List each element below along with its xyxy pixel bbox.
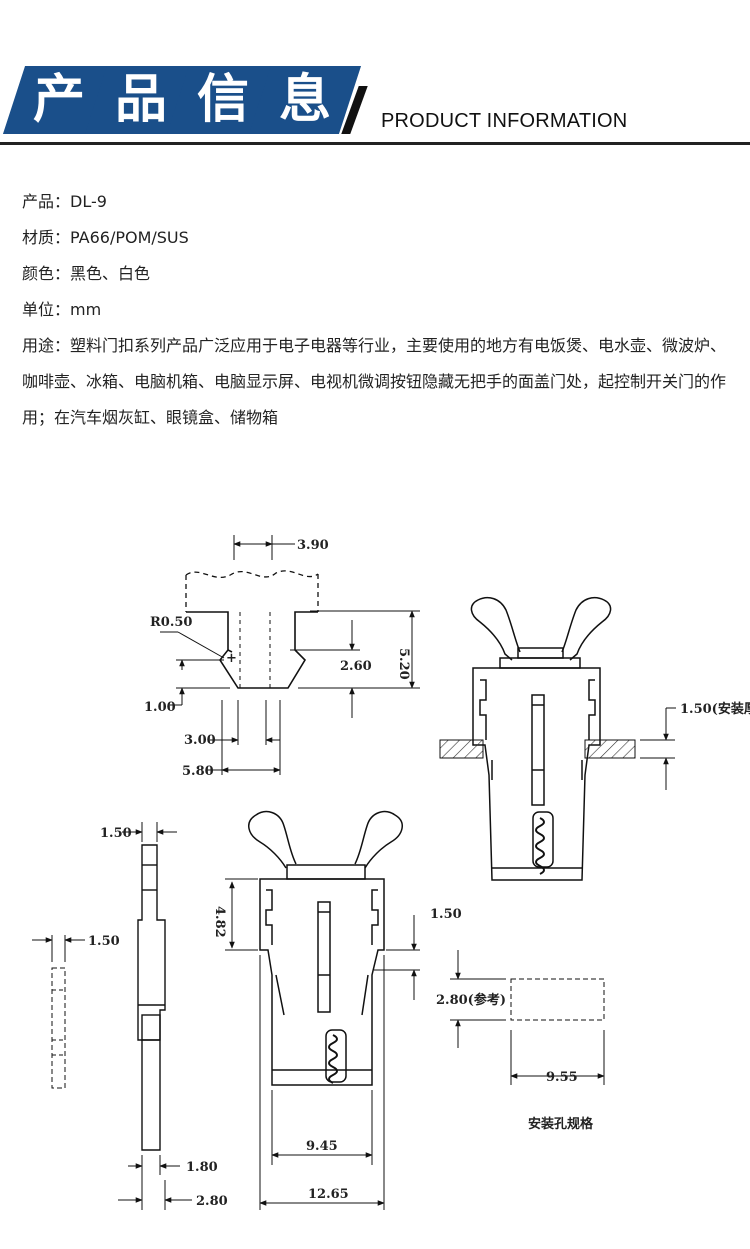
info-unit: 单位：mm	[22, 300, 102, 319]
dim-1265: 12.65	[308, 1187, 349, 1202]
side-view-profile	[137, 844, 166, 1151]
mounting-hole-view	[450, 950, 605, 1085]
dim-180: 1.80	[186, 1160, 218, 1175]
product-info: 产品：DL-9 材质：PA66/POM/SUS 颜色：黑色、白色 单位：mm 用…	[22, 184, 742, 436]
header-rule	[0, 142, 750, 145]
pin-profile-view	[185, 570, 319, 689]
front-view	[248, 810, 403, 1086]
section-header: 产 品 信 息 PRODUCT INFORMATION	[0, 0, 750, 150]
dim-482: 4.82	[212, 906, 227, 938]
info-material: 材质：PA66/POM/SUS	[22, 228, 189, 247]
hole-caption: 安装孔规格	[528, 1116, 594, 1132]
pin-profile-dimensions	[160, 535, 420, 775]
dim-280: 2.80	[196, 1194, 228, 1209]
dim-280-ref: 2.80(参考)	[436, 992, 506, 1008]
installed-assembly-view	[470, 597, 612, 881]
dim-150-side: 1.50	[430, 907, 462, 922]
header-subtitle: PRODUCT INFORMATION	[381, 110, 628, 132]
dim-r050: R0.50	[150, 615, 192, 630]
dim-150-thickness: 1.50(安装厚度)	[680, 701, 750, 717]
dim-580: 5.80	[182, 764, 214, 779]
dim-520: 5.20	[396, 648, 411, 680]
dim-955: 9.55	[546, 1070, 578, 1085]
side-view-narrow	[32, 935, 85, 1089]
dim-260: 2.60	[340, 659, 372, 674]
info-product: 产品：DL-9	[22, 192, 107, 211]
dim-150-left: 1.50	[88, 934, 120, 949]
front-view-dimensions	[225, 878, 420, 1210]
info-color: 颜色：黑色、白色	[22, 264, 151, 283]
panel-hatch-right	[584, 739, 636, 759]
installed-dimensions	[640, 707, 676, 790]
side-view-dimensions	[118, 822, 192, 1210]
info-usage: 用途：塑料门扣系列产品广泛应用于电子电器等行业，主要使用的地方有电饭煲、电水壶、…	[22, 336, 727, 427]
dim-100: 1.00	[144, 700, 176, 715]
dim-center-mark: +	[226, 651, 237, 666]
dim-945: 9.45	[306, 1139, 338, 1154]
panel-hatch-left	[439, 739, 484, 759]
dim-150-top: 1.50	[100, 826, 132, 841]
dim-300: 3.00	[184, 733, 216, 748]
dim-390: 3.90	[297, 538, 329, 553]
